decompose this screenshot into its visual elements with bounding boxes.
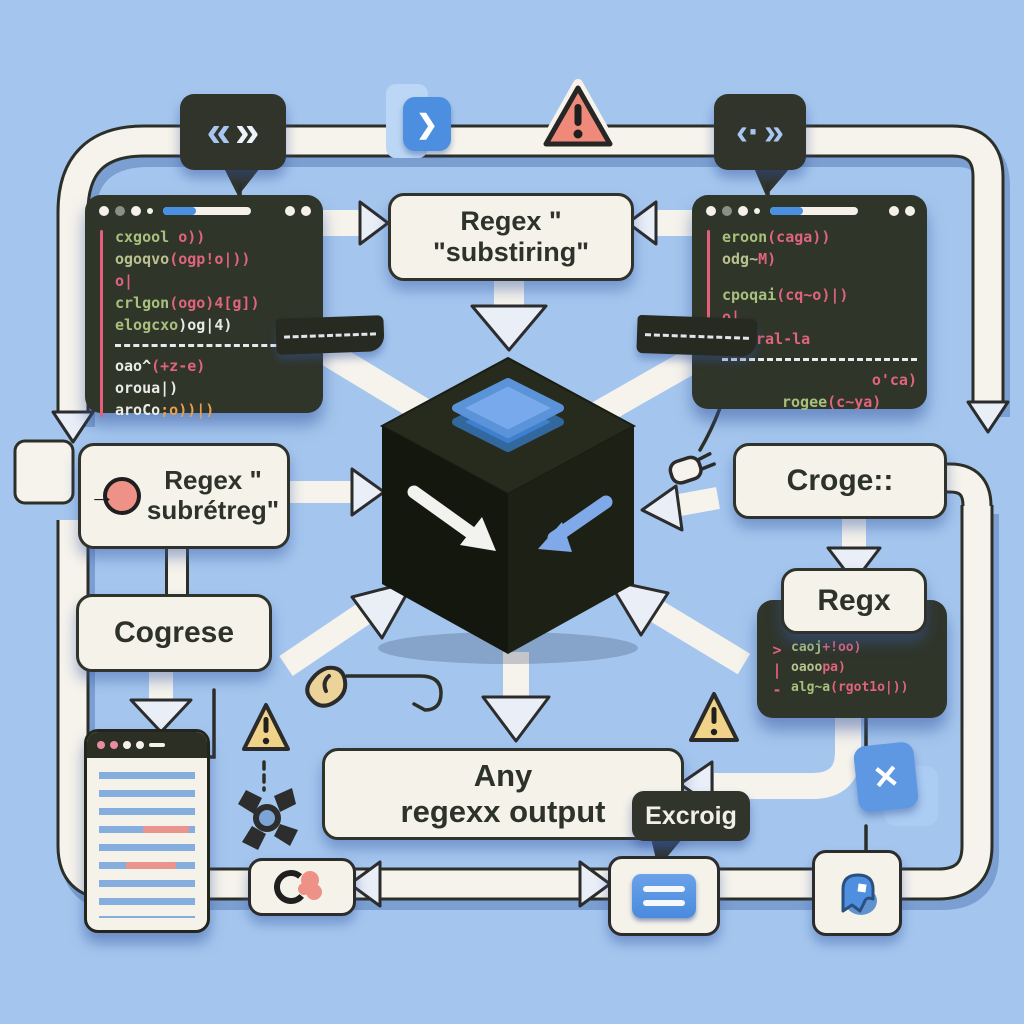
- gutter-line: [707, 230, 710, 320]
- plug-icon: [668, 452, 716, 485]
- code-area: eroon(caga)) odg~M) cpoqai(cq~o)|) o| ra…: [692, 222, 927, 423]
- label-line-2: regexx output: [400, 794, 606, 829]
- chevron-left-icon: «: [206, 107, 231, 156]
- document-window: [84, 729, 210, 933]
- ghost-icon: [841, 873, 877, 915]
- tag-text: Excroig: [645, 801, 737, 830]
- label-line-1: Any: [473, 758, 533, 794]
- progress-bar: [163, 207, 251, 215]
- terminal-prompt-icon: ❯: [403, 97, 451, 151]
- code-area: > | - caoj+!oo) oaoopa) alg~a(rgot1o|)): [757, 600, 947, 706]
- arrow-glyph: →: [88, 480, 115, 511]
- window-dot: [123, 741, 131, 749]
- window-dot: [722, 206, 732, 216]
- spider-icon: [238, 788, 298, 850]
- window-titlebar: [692, 195, 927, 222]
- label-text: Regx: [817, 583, 891, 617]
- window-dot: [110, 741, 118, 749]
- equals-chat-badge: [608, 856, 720, 936]
- window-titlebar: [85, 195, 323, 222]
- code-area: cxgool o)) ogoqvo(ogp!o|)) o| crlgon(ogo…: [85, 222, 323, 431]
- hook-line: [345, 674, 443, 712]
- document-text-lines: [99, 772, 195, 918]
- window-dot: [131, 206, 141, 216]
- label-text: Croge::: [786, 463, 894, 497]
- gutter-line: [100, 230, 103, 417]
- regx-label: Regx: [781, 568, 927, 634]
- excroig-tag: Excroig: [632, 791, 750, 841]
- chevron-left-icon: ‹·: [735, 111, 760, 152]
- document-titlebar: [87, 732, 207, 758]
- code-chevrons-speech-bubble-right: ‹· »: [714, 94, 806, 170]
- equals-icon: [632, 874, 696, 918]
- page-curl-flap-right: [636, 314, 758, 358]
- flap-dashes: [644, 332, 750, 340]
- prompt-glyph: ❯: [416, 108, 438, 139]
- warning-triangle-yellow-left: [242, 703, 290, 751]
- highlight-line-red: [143, 826, 190, 833]
- arrow-into-dot-badge: →: [89, 477, 141, 515]
- any-regex-output-label: Any regexx output: [322, 748, 684, 840]
- page-curl-flap-left: [275, 315, 385, 355]
- mini-gutter: > | -: [772, 641, 782, 699]
- label-line-2: "substiring": [432, 237, 590, 267]
- arrowheads: [51, 200, 1010, 908]
- window-dot: [136, 741, 144, 749]
- code-editor-window-right: eroon(caga)) odg~M) cpoqai(cq~o)|) o| ra…: [692, 195, 927, 411]
- window-dot: [754, 208, 760, 214]
- window-dot: [99, 206, 109, 216]
- cube-right-face-arrow: [538, 495, 613, 552]
- warning-triangle-yellow-right: [689, 692, 739, 742]
- outer-frame-top-pipe: [56, 124, 1005, 418]
- label-text: Cogrese: [113, 615, 235, 649]
- x-glyph: ✕: [870, 757, 902, 797]
- x-version-badge: ✕: [852, 741, 920, 813]
- window-dot: [147, 208, 153, 214]
- titlebar-dash: [149, 743, 165, 747]
- window-dot: [905, 206, 915, 216]
- window-dot: [97, 741, 105, 749]
- flap-dashes: [283, 331, 377, 339]
- dashed-separator: [722, 358, 917, 361]
- c-pink-badge: [248, 858, 356, 916]
- label-connector-stub: [165, 540, 189, 604]
- c-pink-glyph: [274, 870, 322, 904]
- pink-dot-icon: [102, 477, 141, 515]
- ghost-badge: [812, 850, 902, 936]
- processor-cube: [378, 356, 638, 664]
- croge-label: Croge::: [733, 443, 947, 519]
- cogrese-label: Cogrese: [76, 594, 272, 672]
- warning-triangle-red: [537, 79, 619, 153]
- window-dot: [706, 206, 716, 216]
- label-line-1: Regex ": [164, 465, 262, 496]
- chevron-right-icon: »: [763, 111, 784, 152]
- highlight-line-red: [125, 862, 176, 869]
- window-dot: [115, 206, 125, 216]
- cube-left-face-arrow: [407, 485, 496, 551]
- pipe-junction-block: [13, 439, 75, 505]
- cube-blue-pad-top: [452, 378, 564, 438]
- chevron-right-icon: »: [235, 107, 260, 156]
- label-line-1: Regex ": [460, 205, 562, 236]
- key-icon: [305, 665, 348, 708]
- regex-substring-label-top: Regex " "substiring": [388, 193, 634, 281]
- regex-subretreg-label-left: → Regex " subrétreg": [78, 443, 290, 549]
- label-line-2: subrétreg": [146, 495, 280, 525]
- window-dot: [738, 206, 748, 216]
- outer-frame-bottom-pipe: [56, 462, 994, 901]
- code-chevrons-speech-bubble: « »: [180, 94, 286, 170]
- window-dot: [285, 206, 295, 216]
- progress-bar: [770, 207, 858, 215]
- dashed-separator: [115, 344, 313, 347]
- code-editor-window-left: cxgool o)) ogoqvo(ogp!o|)) o| crlgon(ogo…: [85, 195, 323, 419]
- window-dot: [301, 206, 311, 216]
- window-dot: [889, 206, 899, 216]
